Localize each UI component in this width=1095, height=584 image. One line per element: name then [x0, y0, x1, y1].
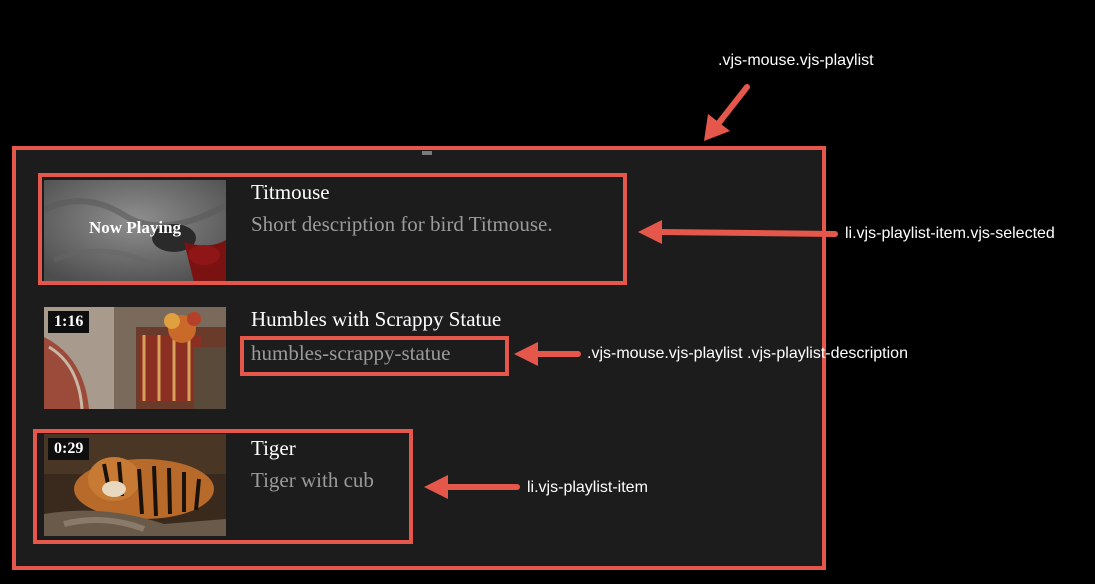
item-title: Tiger [251, 436, 296, 460]
duration-badge: 0:29 [48, 438, 90, 460]
item-description: humbles-scrappy-statue [251, 341, 451, 365]
item-description: Short description for bird Titmouse. [251, 212, 553, 236]
item-title: Titmouse [251, 180, 330, 204]
selected-item-highlight-box [38, 173, 627, 285]
tiger-thumbnail: 0:29 [44, 434, 226, 536]
description-highlight-box [240, 336, 509, 376]
playlist-item-titmouse[interactable]: Now Playing Titmouse Short description f… [44, 180, 624, 282]
playlist-highlight-box [12, 146, 826, 570]
humbles-statue-thumbnail: 1:16 [44, 307, 226, 409]
selected-item-callout: li.vjs-playlist-item.vjs-selected [845, 225, 1055, 242]
description-callout: .vjs-mouse.vjs-playlist .vjs-playlist-de… [587, 345, 908, 362]
item-title: Humbles with Scrappy Statue [251, 307, 502, 331]
item-description: Tiger with cub [251, 468, 374, 492]
titmouse-thumbnail: Now Playing [44, 180, 226, 282]
playlist-item-callout: li.vjs-playlist-item [527, 479, 648, 496]
playlist-item-humbles[interactable]: 1:16 Humbles with Scrappy Statue humbles… [44, 307, 624, 409]
now-playing-label: Now Playing [88, 218, 182, 237]
playlist-item-highlight-box [33, 429, 413, 544]
playlist-callout: .vjs-mouse.vjs-playlist [718, 52, 874, 69]
playlist-item-tiger[interactable]: 0:29 Tiger Tiger with cub [44, 434, 624, 536]
scroll-handle[interactable] [422, 151, 432, 155]
duration-badge: 1:16 [48, 311, 90, 333]
